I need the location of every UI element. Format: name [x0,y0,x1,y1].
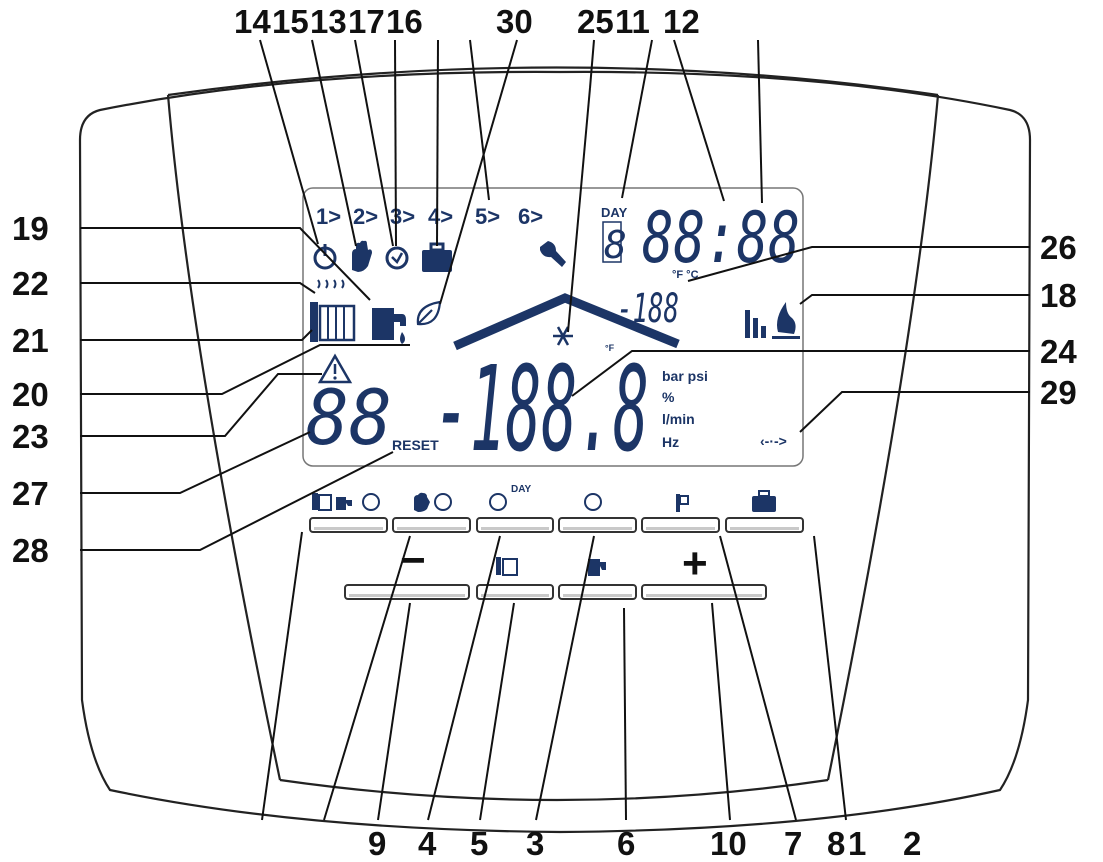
big-value: -188.8 [434,340,649,478]
clock-display: 88:88 [642,197,800,279]
top-button-row: DAY [309,484,804,533]
button-mode-select[interactable] [309,493,388,533]
callout-18: 18 [1040,277,1077,314]
tap-icon [372,308,406,344]
callout-9: 9 [368,825,386,862]
callout-22: 22 [12,265,49,302]
callout-14: 14 [234,3,271,40]
warning-icon [317,353,353,384]
callout-27: 27 [12,475,49,512]
hand-icon [352,240,372,272]
plus-label: + [682,539,708,588]
button-hot-water[interactable] [558,559,637,600]
clock-icon [385,246,409,270]
callout-17: 17 [348,3,385,40]
device-housing [78,66,1032,834]
house-roof [453,293,680,351]
callout-24: 24 [1040,333,1077,370]
radiator-icon [310,302,356,342]
reset-label: RESET [392,437,439,453]
callout-13: 13 [310,3,347,40]
unit-bar-psi: bar psi [662,368,708,384]
callouts-top: 14 15 13 17 16 30 25 11 12 [234,3,700,40]
snowflake-icon [553,326,573,346]
callout-16: 16 [386,3,423,40]
callout-6: 6 [617,825,635,862]
button-hand-clock[interactable] [392,492,471,533]
button-holiday[interactable] [725,490,804,533]
button-installer[interactable] [641,494,720,533]
callout-26: 26 [1040,229,1077,266]
day-button-label: DAY [511,484,532,495]
callout-23: 23 [12,418,49,455]
button-minus[interactable]: − [344,536,470,600]
callout-7: 7 [784,825,802,862]
callouts-left: 19 22 21 20 23 27 28 [12,210,49,569]
callout-2: 2 [903,825,921,862]
button-day-clock[interactable]: DAY [476,484,554,533]
callout-1: 1 [848,825,866,862]
signal-bars-icon [745,310,766,338]
deg-units: °F °C [672,269,699,281]
flame-icon [772,302,800,339]
wrench-icon [540,241,566,267]
callout-25: 25 [577,3,614,40]
callout-21: 21 [12,322,49,359]
callout-20: 20 [12,376,49,413]
lcd-content: 1> 2> 3> 4> 5> 6> DAY 8 [306,197,800,478]
step-6: 6> [518,204,543,229]
callout-5: 5 [470,825,488,862]
callout-11: 11 [615,3,650,40]
step-1: 1> [316,204,341,229]
callout-3: 3 [526,825,544,862]
day-label: DAY [601,205,628,220]
button-plus[interactable]: + [641,539,767,600]
lcd-window [302,187,804,467]
callouts-right: 26 18 24 29 [1040,229,1077,411]
callouts-bottom: 9 4 5 3 6 10 7 8 1 2 [368,825,921,862]
step-5: 5> [475,204,500,229]
callout-10: 10 [710,825,747,862]
unit-percent: % [662,389,675,405]
suitcase-icon [422,242,452,272]
day-digit: 8 [604,223,627,267]
step-2: 2> [353,204,378,229]
leaf-icon [416,300,442,326]
callout-19: 19 [12,210,49,247]
callout-29: 29 [1040,374,1077,411]
unit-hz: Hz [662,434,679,450]
button-programming[interactable] [558,493,637,533]
button-heating[interactable] [476,557,554,600]
heat-waves-icon [317,279,345,289]
minus-label: − [400,536,426,585]
program-steps: 1> 2> 3> 4> 5> 6> [316,204,543,229]
day-digit-box [602,221,622,263]
callout-12: 12 [663,3,700,40]
unit-lmin: l/min [662,411,695,427]
big-units-mark: °F [605,343,615,353]
callout-4: 4 [418,825,437,862]
callout-15: 15 [272,3,309,40]
char-field: 88 [306,373,392,462]
callout-28: 28 [12,532,49,569]
comm-symbol: ‹-·-> [760,433,787,449]
step-3: 3> [390,204,415,229]
callout-8: 8 [827,825,845,862]
leader-lines [80,39,1030,821]
callout-30: 30 [496,3,533,40]
step-4: 4> [428,204,453,229]
